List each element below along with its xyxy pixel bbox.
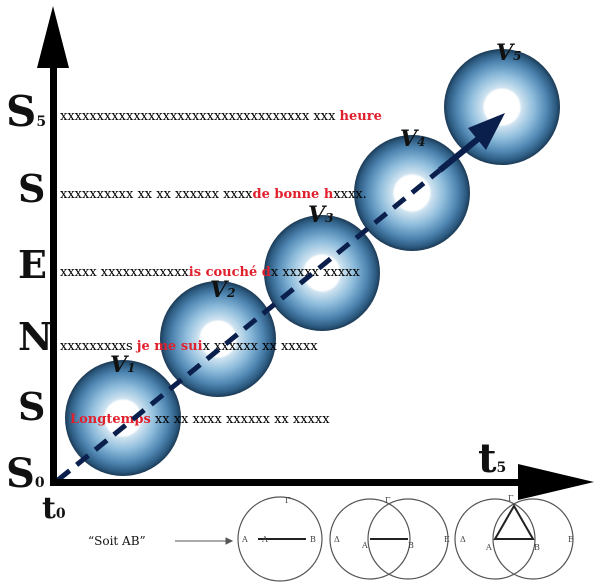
y-axis-letter-s: S	[18, 166, 45, 211]
fig1-label-b: B	[310, 535, 316, 544]
fig2-label-e: E	[444, 535, 450, 544]
fig3-label-a: A	[485, 543, 492, 552]
eye-v5	[444, 49, 560, 165]
caption-pointer	[175, 537, 234, 545]
fig3-label-gamma: Γ	[508, 494, 514, 503]
construction-figure-3	[454, 498, 574, 580]
eye-v3	[264, 215, 380, 331]
trajectory-arrowhead	[468, 113, 505, 150]
y-axis-letter-e: E	[18, 242, 47, 287]
text-row-5: xxxxxxxxxxxxxxxxxxxxxxxxxxxxxxxxxx xxx h…	[60, 109, 382, 124]
trajectory-solid-segment	[438, 136, 480, 173]
fig1-label-a: A	[241, 535, 248, 544]
fig2-label-delta: Δ	[334, 535, 340, 544]
fig2-label-gamma: Γ	[385, 496, 391, 505]
vector-label-v1: V1	[110, 352, 135, 378]
caption-soit-ab: “Soit AB”	[88, 534, 146, 548]
text-row-3: xxxxx xxxxxxxxxxxxis couché dx xxxxx xxx…	[60, 265, 360, 280]
text-row-4: xxxxxxxxxx xx xx xxxxxx xxxxde bonne hxx…	[60, 187, 367, 202]
fig2-label-b: B	[408, 541, 414, 550]
vector-label-v2: V2	[210, 277, 235, 303]
construction-figure-1	[237, 496, 323, 582]
eye-v1	[65, 360, 181, 476]
y-axis-line	[50, 45, 57, 485]
vector-label-v4: V4	[400, 126, 425, 152]
y-axis-letter-n: N	[18, 314, 53, 359]
x-axis-arrowhead	[518, 464, 594, 500]
fig3-label-e: E	[568, 535, 574, 544]
x-axis-origin-label: t0	[42, 491, 66, 526]
construction-figure-2	[329, 498, 449, 580]
eye-pupil-v1	[106, 401, 140, 435]
y-axis-bottom-label: S0	[6, 450, 45, 497]
y-axis-arrowhead	[37, 6, 69, 68]
eye-v4	[354, 135, 470, 251]
vector-label-v3: V3	[308, 202, 333, 228]
fig2-label-a: A	[361, 541, 368, 550]
y-axis-top-label: S5	[6, 87, 46, 136]
text-row-1: Longtemps xx xx xxxx xxxxxx xx xxxxx	[70, 412, 330, 427]
fig3-label-delta: Δ	[460, 535, 466, 544]
trajectory-dashed-line	[56, 168, 442, 482]
fig1-label-a2: A	[261, 535, 268, 544]
fig3-label-b: B	[534, 543, 540, 552]
y-axis-letter-s2: S	[18, 384, 45, 429]
eye-v2	[160, 281, 276, 397]
text-row-2: xxxxxxxxxs je me suix xxxxxx xx xxxxx	[60, 339, 318, 354]
x-axis-right-label: t5	[478, 435, 506, 482]
x-axis-line	[50, 479, 525, 486]
fig1-label-gamma: Γ	[285, 496, 291, 505]
vector-label-v5: V5	[496, 40, 521, 66]
